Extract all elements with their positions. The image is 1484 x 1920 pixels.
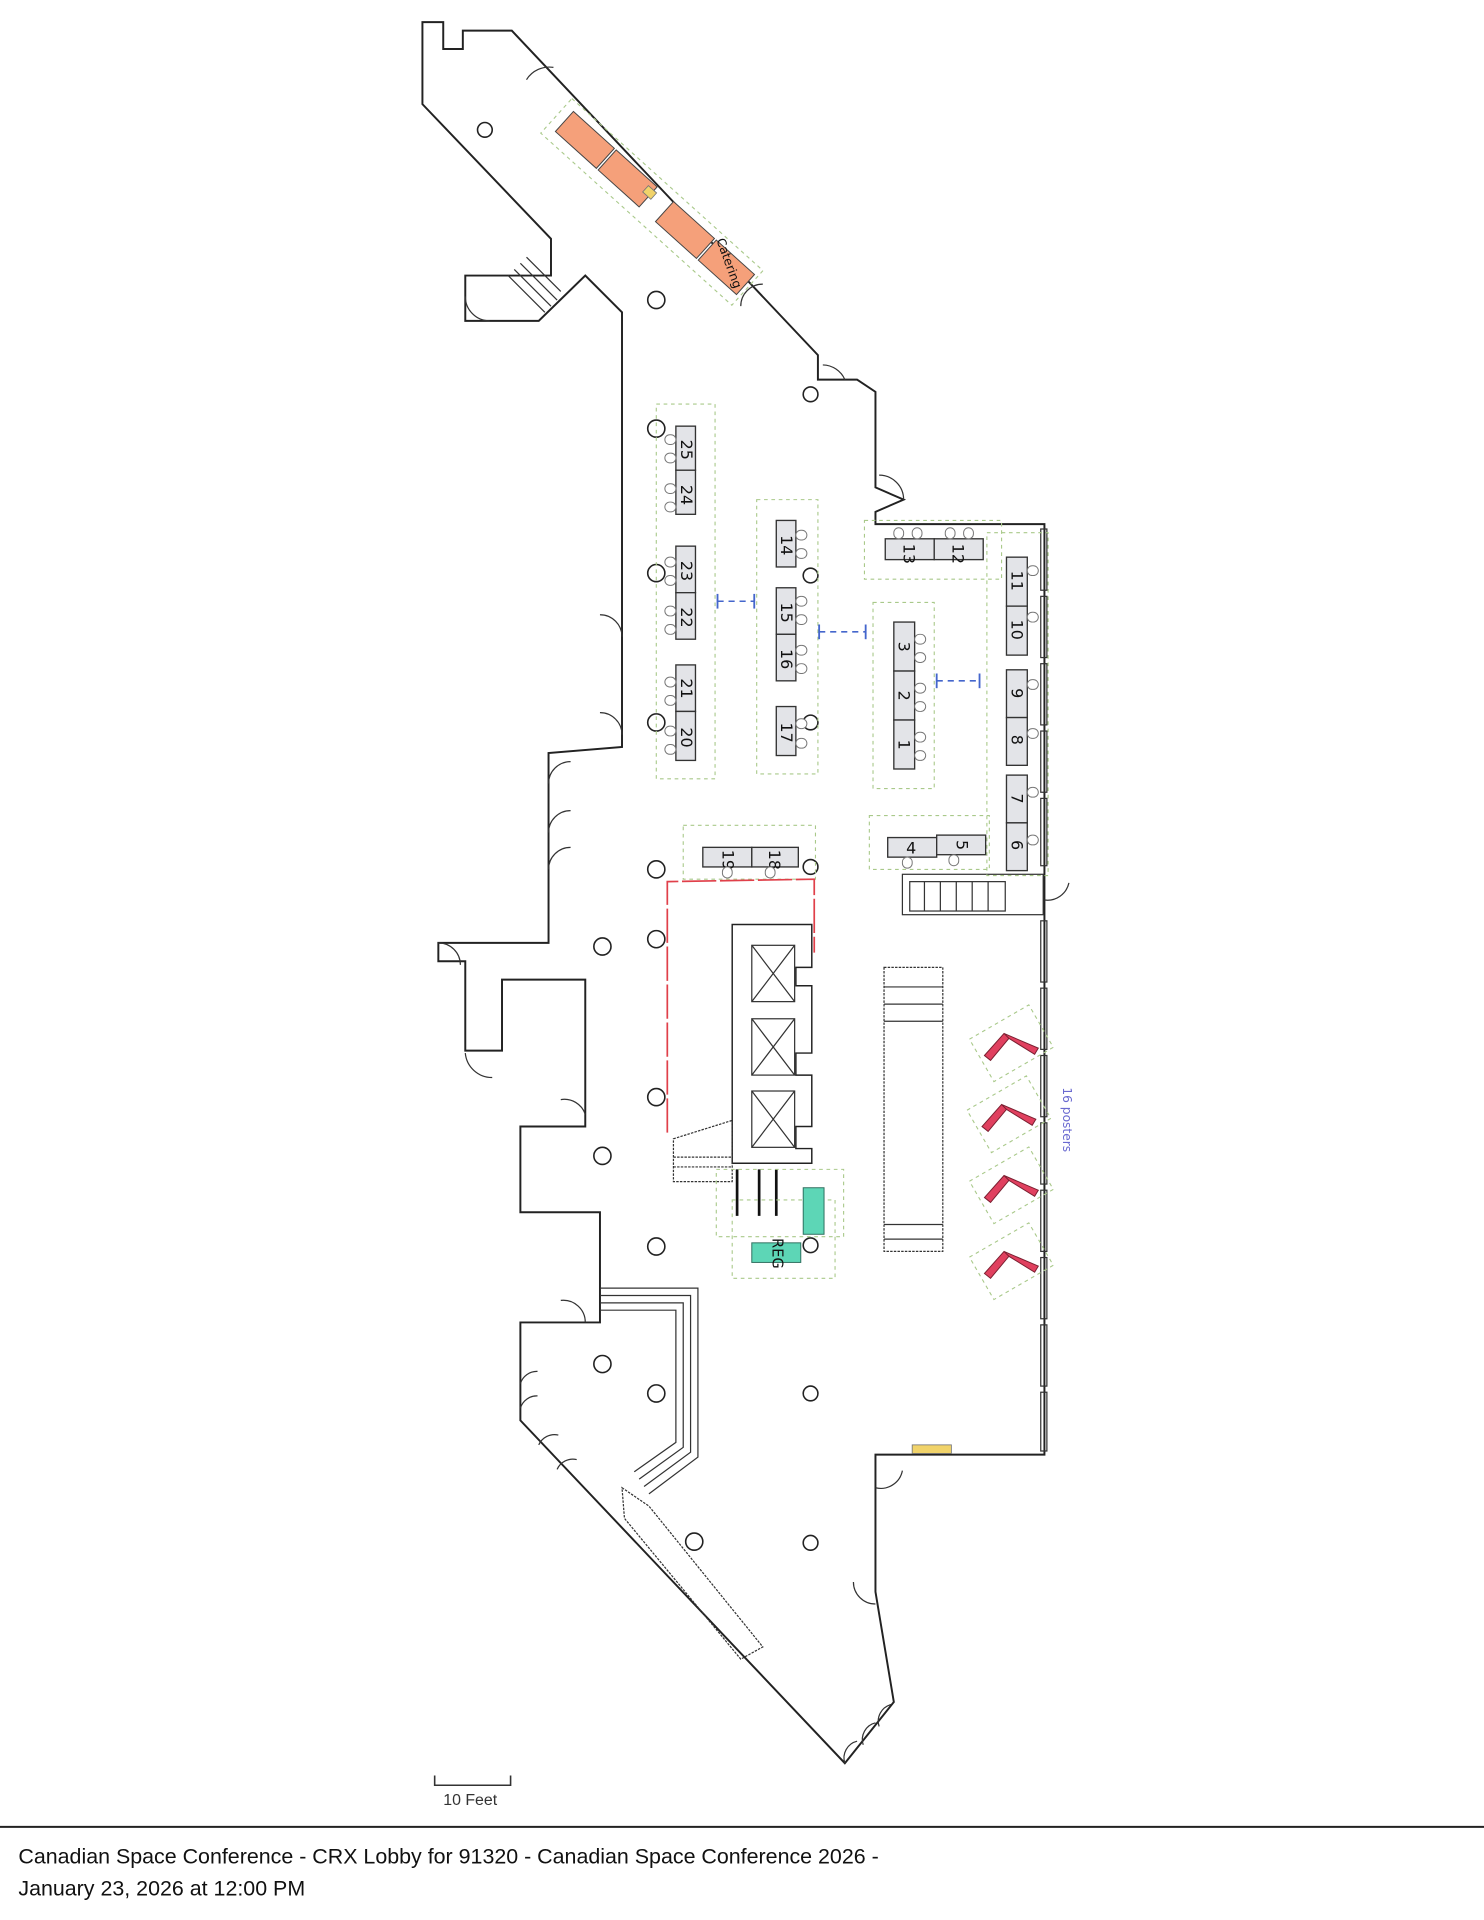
svg-text:9: 9 [1007,688,1026,698]
posters-label: 16 posters [1060,1087,1074,1152]
window-wall [1040,528,1048,1452]
booth-2[interactable]: 2 [893,670,916,721]
booth-13[interactable]: 13 [884,538,935,564]
aisle-dimensions [716,593,981,689]
booth-7[interactable]: 7 [1005,774,1028,824]
registration-area: REG [715,1168,845,1279]
svg-text:22: 22 [677,607,696,627]
booth-9[interactable]: 9 [1005,669,1028,719]
svg-text:5: 5 [952,840,971,850]
svg-text:6: 6 [1007,840,1026,850]
booth-14[interactable]: 14 [775,519,797,568]
svg-text:3: 3 [895,642,914,652]
doors [438,66,1070,1764]
svg-text:25: 25 [677,440,696,460]
booth-3[interactable]: 3 [893,621,916,672]
svg-text:21: 21 [677,678,696,698]
booth-11[interactable]: 11 [1005,556,1028,607]
stairs-south [599,1287,952,1660]
svg-text:24: 24 [677,485,696,505]
booth-8[interactable]: 8 [1005,716,1028,766]
poster-boards: 16 posters [966,1004,1074,1301]
booth-18[interactable]: 18 [751,846,799,870]
svg-text:23: 23 [677,561,696,581]
booth-17[interactable]: 17 [775,705,797,757]
svg-text:18: 18 [765,850,784,870]
central-stair [883,966,944,1253]
booth-16[interactable]: 16 [775,633,797,682]
scale-label: 10 Feet [443,1792,498,1809]
svg-text:11: 11 [1007,571,1026,591]
svg-text:10: 10 [1007,620,1026,640]
building-outline [421,21,1046,1765]
footer-caption-line1: Canadian Space Conference - CRX Lobby fo… [18,1845,878,1869]
booth-20[interactable]: 20 [675,710,697,762]
stairs-east [901,873,1044,916]
footer-caption-line2: January 23, 2026 at 12:00 PM [18,1876,305,1900]
booth-12[interactable]: 12 [933,538,984,564]
booth-10[interactable]: 10 [1005,605,1028,656]
booth-1[interactable]: 1 [893,719,916,770]
booth-4[interactable]: 4 [887,836,938,858]
stanchion-rope [666,878,816,1133]
booth-5[interactable]: 5 [936,834,987,856]
svg-text:8: 8 [1007,735,1026,745]
svg-text:1: 1 [895,740,914,750]
stairs-north [507,256,562,313]
booth-23[interactable]: 23 [675,545,697,594]
chairs [664,434,1039,879]
booth-zones [655,403,1049,880]
booth-22[interactable]: 22 [675,591,697,640]
svg-text:4: 4 [906,838,916,857]
booth-15[interactable]: 15 [775,587,797,635]
booth-24[interactable]: 24 [675,469,697,515]
svg-text:2: 2 [895,691,914,701]
svg-text:20: 20 [677,727,696,747]
svg-text:15: 15 [777,602,796,622]
booth-6[interactable]: 6 [1005,822,1028,872]
svg-text:7: 7 [1007,793,1026,803]
booth-19[interactable]: 19 [702,846,753,870]
svg-text:16: 16 [777,649,796,669]
elevator-core [672,923,813,1216]
booths: 25 24 23 22 21 20 14 15 16 17 3 2 1 11 1… [675,425,1028,872]
svg-text:13: 13 [900,544,919,564]
svg-text:12: 12 [949,544,968,564]
scale-bar: 10 Feet [433,1775,512,1809]
columns [476,121,819,1551]
booth-25[interactable]: 25 [675,425,697,471]
svg-text:14: 14 [777,535,796,555]
booth-21[interactable]: 21 [675,664,697,713]
catering-area: Catering [539,97,764,306]
registration-label: REG [769,1238,786,1269]
svg-text:19: 19 [718,850,737,870]
svg-text:17: 17 [777,722,796,742]
